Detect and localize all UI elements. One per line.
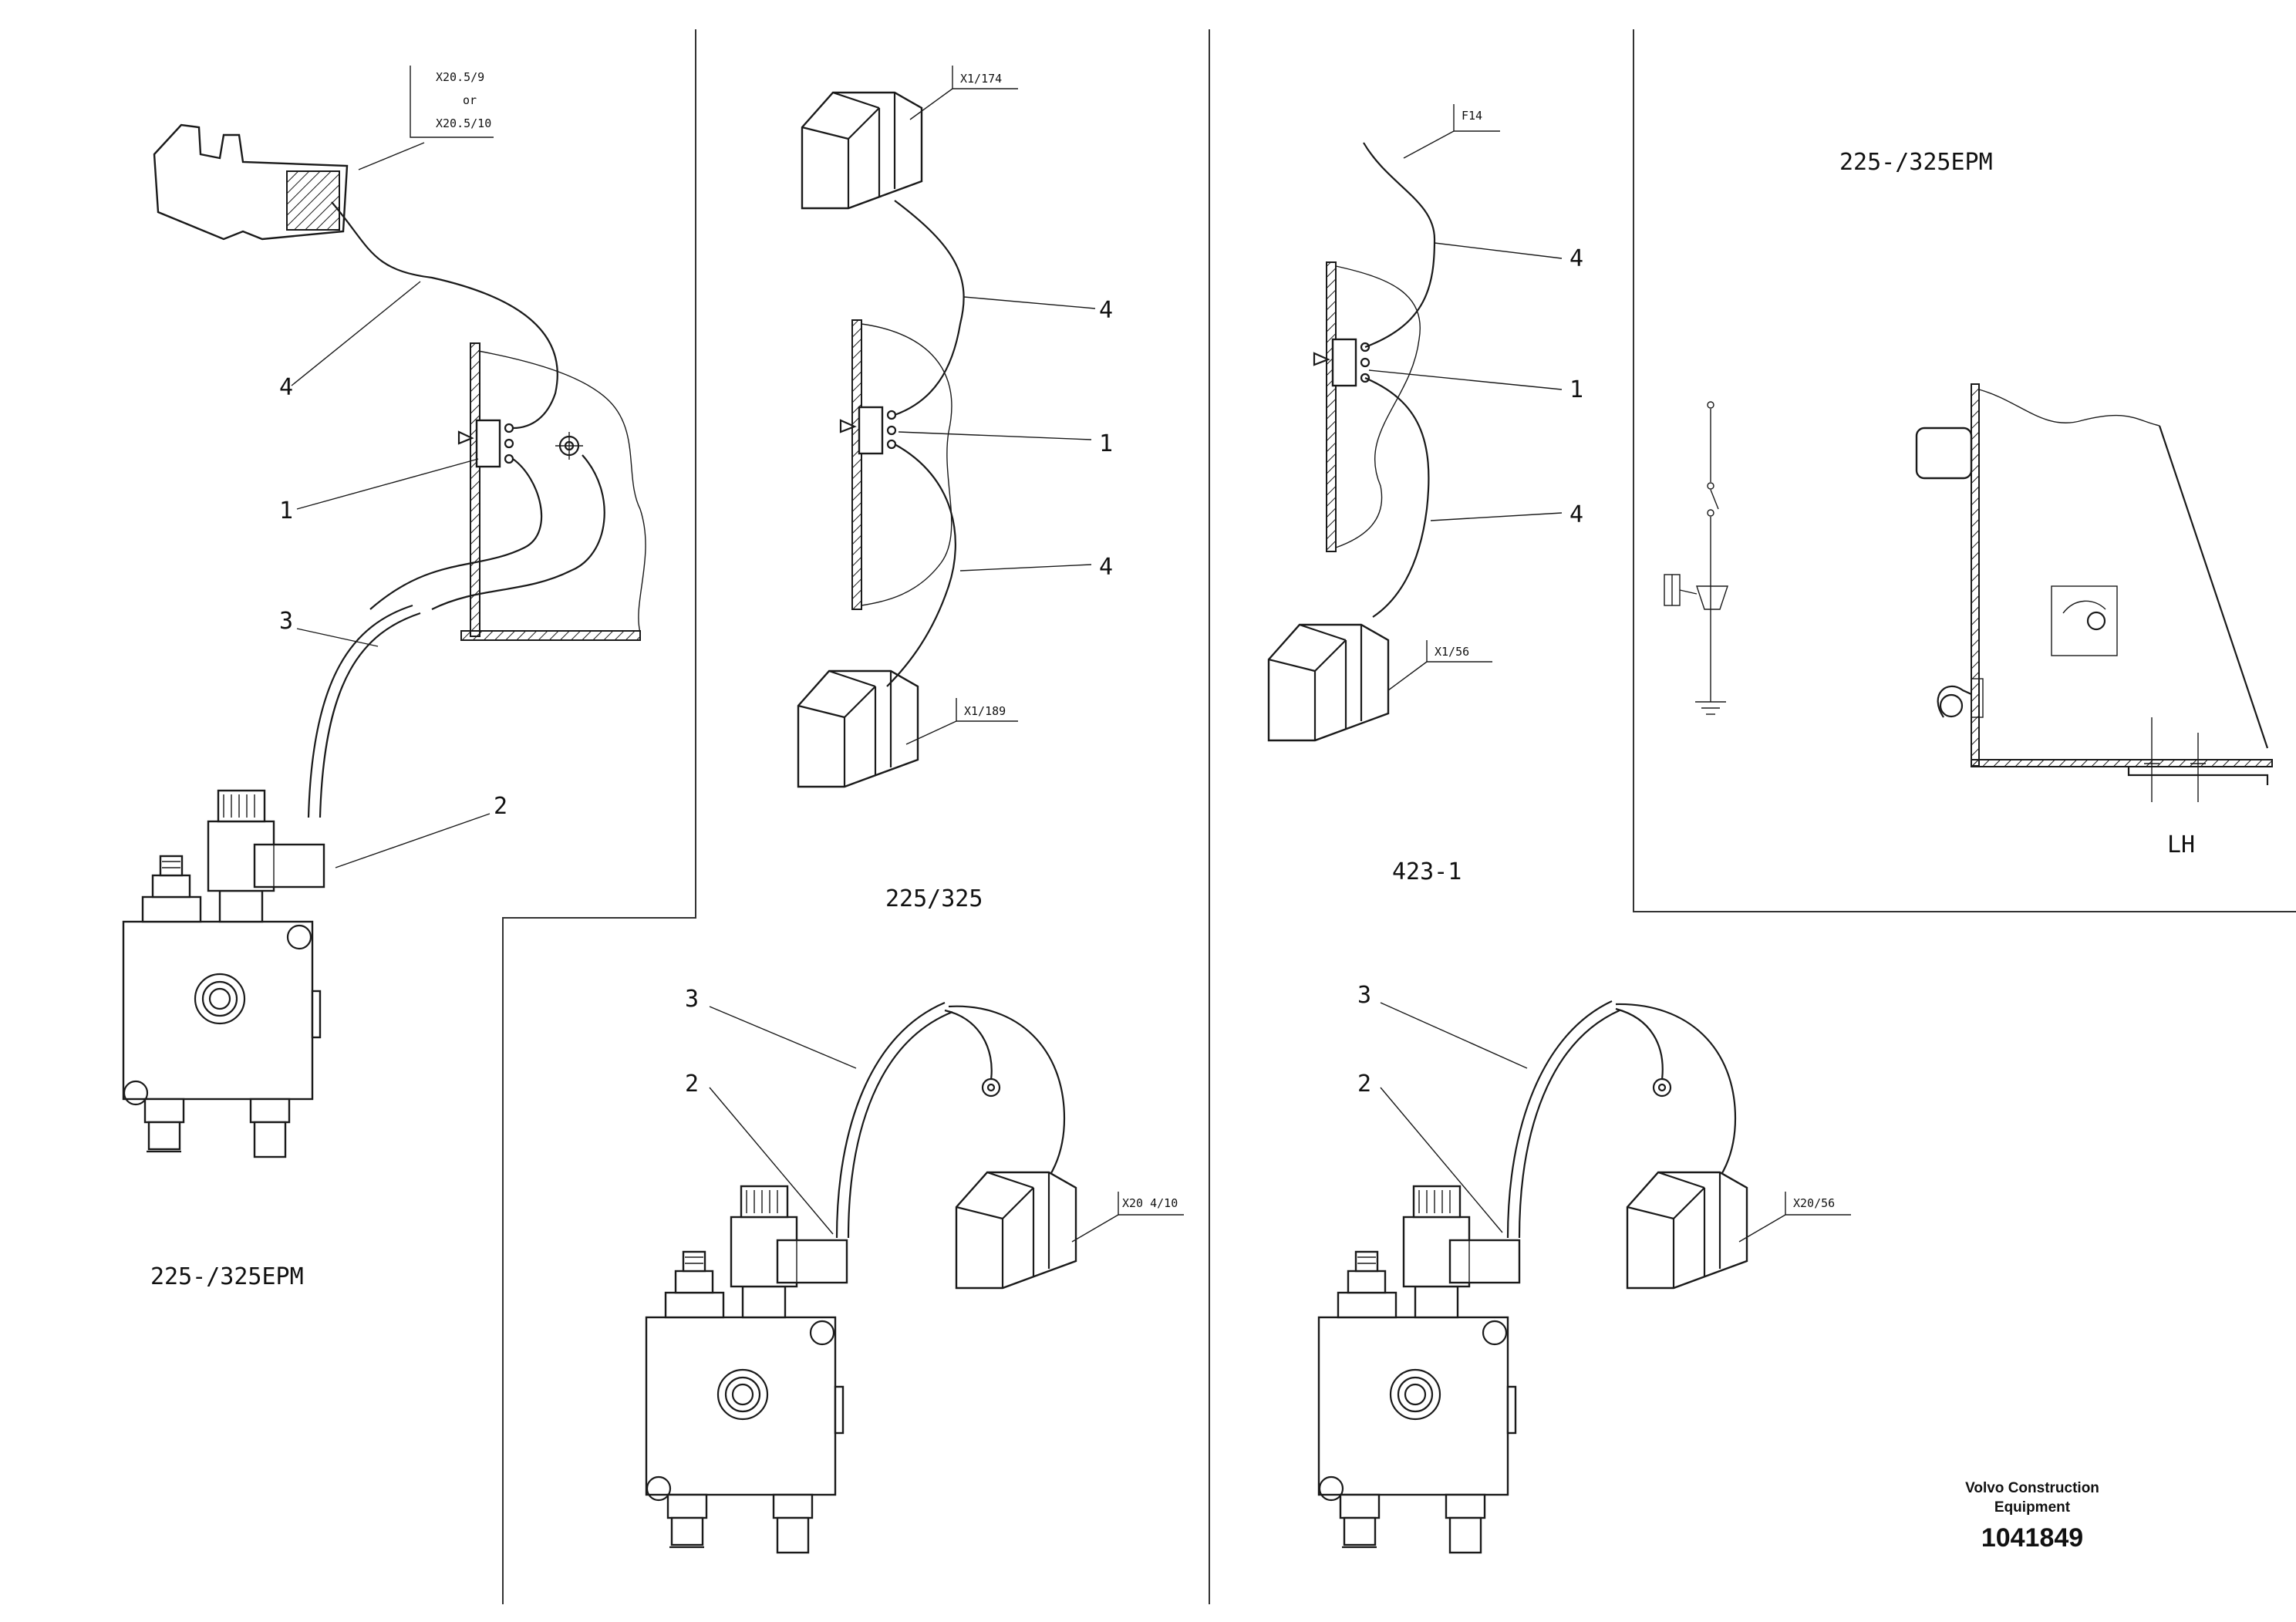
- ref-x1-56: X1/56: [1435, 645, 1469, 659]
- callout-1: 1: [1569, 376, 1583, 403]
- company-name-line1: Volvo Construction: [1965, 1480, 2099, 1496]
- panel-borders: [502, 29, 2296, 1604]
- callout-3: 3: [279, 608, 293, 635]
- ref-x1-189: X1/189: [964, 704, 1006, 718]
- relay-x1-174: [801, 91, 923, 210]
- ref-x20-56: X20/56: [1793, 1196, 1835, 1210]
- relay-x1-189: [797, 669, 919, 788]
- mounting-plate: [1326, 261, 1337, 552]
- side-view-label: LH: [2167, 831, 2195, 858]
- wire-3-conduit: [1506, 1000, 1613, 1239]
- wire-4: [894, 200, 965, 416]
- callout-2: 2: [1357, 1071, 1371, 1098]
- callout-4: 4: [279, 374, 293, 401]
- callout-4: 4: [1569, 501, 1583, 528]
- panel-top-right: 225-/325EPM: [1664, 149, 2273, 858]
- relay-x1-56: [1267, 623, 1390, 742]
- switch-component: [839, 406, 897, 455]
- callout-2: 2: [685, 1071, 699, 1098]
- panel-bottom-middle: X20 4/10 3 2: [645, 986, 1184, 1554]
- circuit-schematic: [1664, 401, 1728, 715]
- callout-4: 4: [1569, 245, 1583, 272]
- wire-4: [331, 201, 558, 430]
- panel-title: 225/325: [885, 885, 983, 912]
- ref-or: or: [463, 93, 477, 107]
- wire-3-conduit: [319, 612, 421, 818]
- solenoid-valve: [122, 789, 325, 1158]
- mounting-plate: [851, 319, 862, 610]
- ground-eyelet: [981, 1077, 1001, 1098]
- side-view-housing: [1915, 383, 2273, 802]
- callout-4: 4: [1099, 297, 1113, 324]
- panel-title: 423-1: [1392, 858, 1462, 885]
- ref-x1-174: X1/174: [960, 72, 1002, 86]
- solenoid-valve: [645, 1185, 848, 1554]
- document-number: 1041849: [1981, 1523, 2083, 1553]
- callout-1: 1: [1099, 430, 1113, 457]
- panel-top-middle: X1/174 X1/189 4 1 4 225/325: [797, 66, 1113, 912]
- relay-x20-56: [1626, 1171, 1748, 1290]
- ground-eyelet: [555, 432, 583, 460]
- connector-slots: [286, 170, 340, 231]
- switch-component: [457, 419, 514, 468]
- callout-3: 3: [685, 986, 699, 1013]
- callout-2: 2: [494, 793, 507, 820]
- relay-x20-4-10: [955, 1171, 1077, 1290]
- ref-f14: F14: [1462, 109, 1482, 123]
- panel-title: 225-/325EPM: [1839, 149, 1993, 176]
- panel-top-left: X20.5/9 or X20.5/10 4 1 3 2 225-/325EPM: [122, 66, 646, 1290]
- ref-x20-5-9: X20.5/9: [436, 70, 484, 84]
- wire-3-conduit: [835, 1001, 946, 1239]
- ref-x20-5-10: X20.5/10: [436, 116, 491, 130]
- callout-1: 1: [279, 497, 293, 524]
- wire-4: [886, 443, 956, 687]
- callout-4: 4: [1099, 554, 1113, 581]
- wire-4: [1363, 142, 1436, 349]
- ref-x20-4-10: X20 4/10: [1122, 1196, 1178, 1210]
- ground-eyelet: [1652, 1077, 1672, 1098]
- title-block: Volvo Construction Equipment 1041849: [1965, 1480, 2099, 1553]
- callout-3: 3: [1357, 982, 1371, 1009]
- panel-bottom-right: X20/56 3 2: [1317, 982, 1851, 1554]
- wire-4: [1364, 376, 1430, 618]
- solenoid-valve: [1317, 1185, 1521, 1554]
- mounting-plate: [470, 342, 480, 637]
- company-name-line2: Equipment: [1994, 1499, 2071, 1516]
- switch-component: [1313, 338, 1371, 387]
- panel-title: 225-/325EPM: [150, 1263, 304, 1290]
- panel-423: F14 X1/56 4 1 4 423-1: [1267, 104, 1583, 885]
